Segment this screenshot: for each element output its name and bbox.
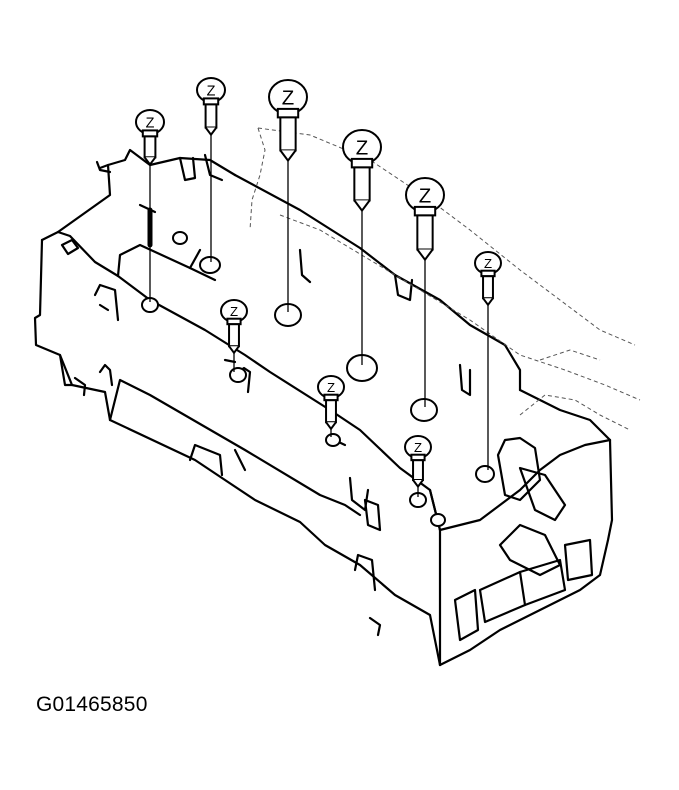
screw-head-mark: Z <box>356 138 368 160</box>
guide-lines <box>149 122 489 497</box>
cover-outline <box>249 127 641 431</box>
mounting-bosses <box>141 231 495 527</box>
figure-id-label: G01465850 <box>36 693 148 716</box>
screw-icon: Z <box>317 375 345 431</box>
screw-head-mark: Z <box>419 186 431 208</box>
screw-head-mark: Z <box>327 380 335 395</box>
screw-icon: Z <box>474 251 502 307</box>
boss-icon <box>475 465 495 483</box>
boss-icon <box>199 256 221 274</box>
screw-head-mark: Z <box>207 83 216 99</box>
case-housing <box>33 148 614 667</box>
screw-icon: Z <box>268 79 308 163</box>
screw-head-mark: Z <box>146 115 155 131</box>
boss-icon <box>172 231 188 245</box>
boss-icon <box>325 433 341 447</box>
screw-icon: Z <box>342 129 382 213</box>
screw-icon: Z <box>196 77 226 137</box>
screw-head-mark: Z <box>230 304 238 319</box>
screw-icon: Z <box>404 435 432 489</box>
screws: Z Z Z Z Z Z Z Z Z <box>135 77 502 489</box>
boss-icon <box>410 398 438 422</box>
screw-icon: Z <box>135 109 165 167</box>
screw-head-mark: Z <box>282 88 294 110</box>
screw-head-mark: Z <box>484 256 492 271</box>
screw-icon: Z <box>405 177 445 262</box>
boss-icon <box>430 513 446 527</box>
screw-head-mark: Z <box>414 440 422 455</box>
boss-icon <box>229 367 247 383</box>
screw-icon: Z <box>220 299 248 355</box>
